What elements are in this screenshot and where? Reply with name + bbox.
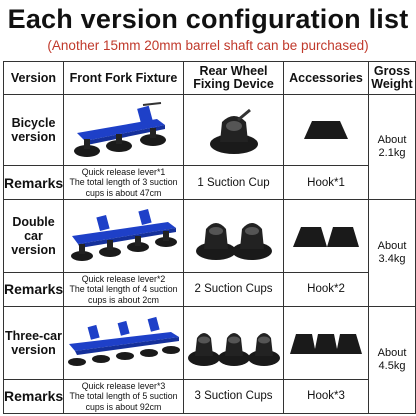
header-accessories: Accessories [283, 60, 369, 96]
table-row: Remarks Quick release lever*3 The total … [3, 378, 416, 415]
hooks-icon [290, 333, 362, 354]
table-row: Three-car version [3, 306, 416, 414]
version-name: Double car version [3, 199, 64, 273]
header-fixture: Front Fork Fixture [63, 60, 184, 96]
remarks-detail: Quick release lever*1 The total length o… [63, 164, 184, 201]
remarks-detail: Quick release lever*2 The total length o… [63, 271, 184, 308]
table-row: Bicycle version [3, 94, 416, 201]
rear-device-count: 1 Suction Cup [183, 164, 284, 201]
header-weight: Gross Weight [368, 60, 416, 96]
gross-weight: About 2.1kg [368, 94, 416, 201]
header-version: Version [3, 60, 64, 96]
hook-count: Hook*2 [283, 271, 369, 308]
lever-count: Quick release lever*1 [81, 166, 166, 177]
triple-fork-rack-icon [67, 316, 180, 366]
fixture-image-triple [63, 306, 184, 380]
fixture-image-double [63, 199, 184, 273]
hook-count: Hook*3 [283, 378, 369, 415]
rear-device-image-1 [183, 94, 284, 166]
total-length: The total length of 5 suction cups is ab… [69, 391, 178, 412]
hook-image-1 [283, 94, 369, 166]
gross-weight: About 3.4kg [368, 199, 416, 308]
hook-icon [304, 121, 348, 140]
lever-count: Quick release lever*3 [81, 380, 166, 391]
header-rear-device: Rear Wheel Fixing Device [183, 60, 284, 96]
table-row: Remarks Quick release lever*2 The total … [3, 271, 416, 308]
suction-cup-icon [209, 108, 258, 155]
hook-image-3 [283, 306, 369, 380]
rear-device-image-2 [183, 199, 284, 273]
header-row: Version Front Fork Fixture Rear Wheel Fi… [3, 60, 416, 96]
remarks-label: Remarks [3, 271, 64, 308]
suction-cups-icon [187, 332, 280, 366]
suction-cups-icon [195, 222, 272, 260]
remarks-detail: Quick release lever*3 The total length o… [63, 378, 184, 415]
page-subtitle: (Another 15mm 20mm barrel shaft can be p… [47, 38, 369, 53]
page-title: Each version configuration list [7, 4, 409, 34]
rear-device-count: 2 Suction Cups [183, 271, 284, 308]
table-row: Remarks Quick release lever*1 The total … [3, 164, 416, 201]
version-name: Three-car version [3, 306, 64, 380]
lever-count: Quick release lever*2 [81, 273, 166, 284]
remarks-label: Remarks [3, 164, 64, 201]
configuration-table: Version Front Fork Fixture Rear Wheel Fi… [3, 60, 416, 415]
hook-count: Hook*1 [283, 164, 369, 201]
table-row: Double car version [3, 199, 416, 308]
fixture-image-single [63, 94, 184, 166]
version-name: Bicycle version [3, 94, 64, 166]
double-fork-rack-icon [70, 208, 177, 261]
rear-device-count: 3 Suction Cups [183, 378, 284, 415]
total-length: The total length of 3 suction cups is ab… [69, 177, 178, 198]
hooks-icon [293, 226, 359, 247]
single-fork-rack-icon [73, 102, 166, 158]
hook-image-2 [283, 199, 369, 273]
gross-weight: About 4.5kg [368, 306, 416, 414]
rear-device-image-3 [183, 306, 284, 380]
total-length: The total length of 4 suction cups is ab… [69, 284, 178, 305]
remarks-label: Remarks [3, 378, 64, 415]
